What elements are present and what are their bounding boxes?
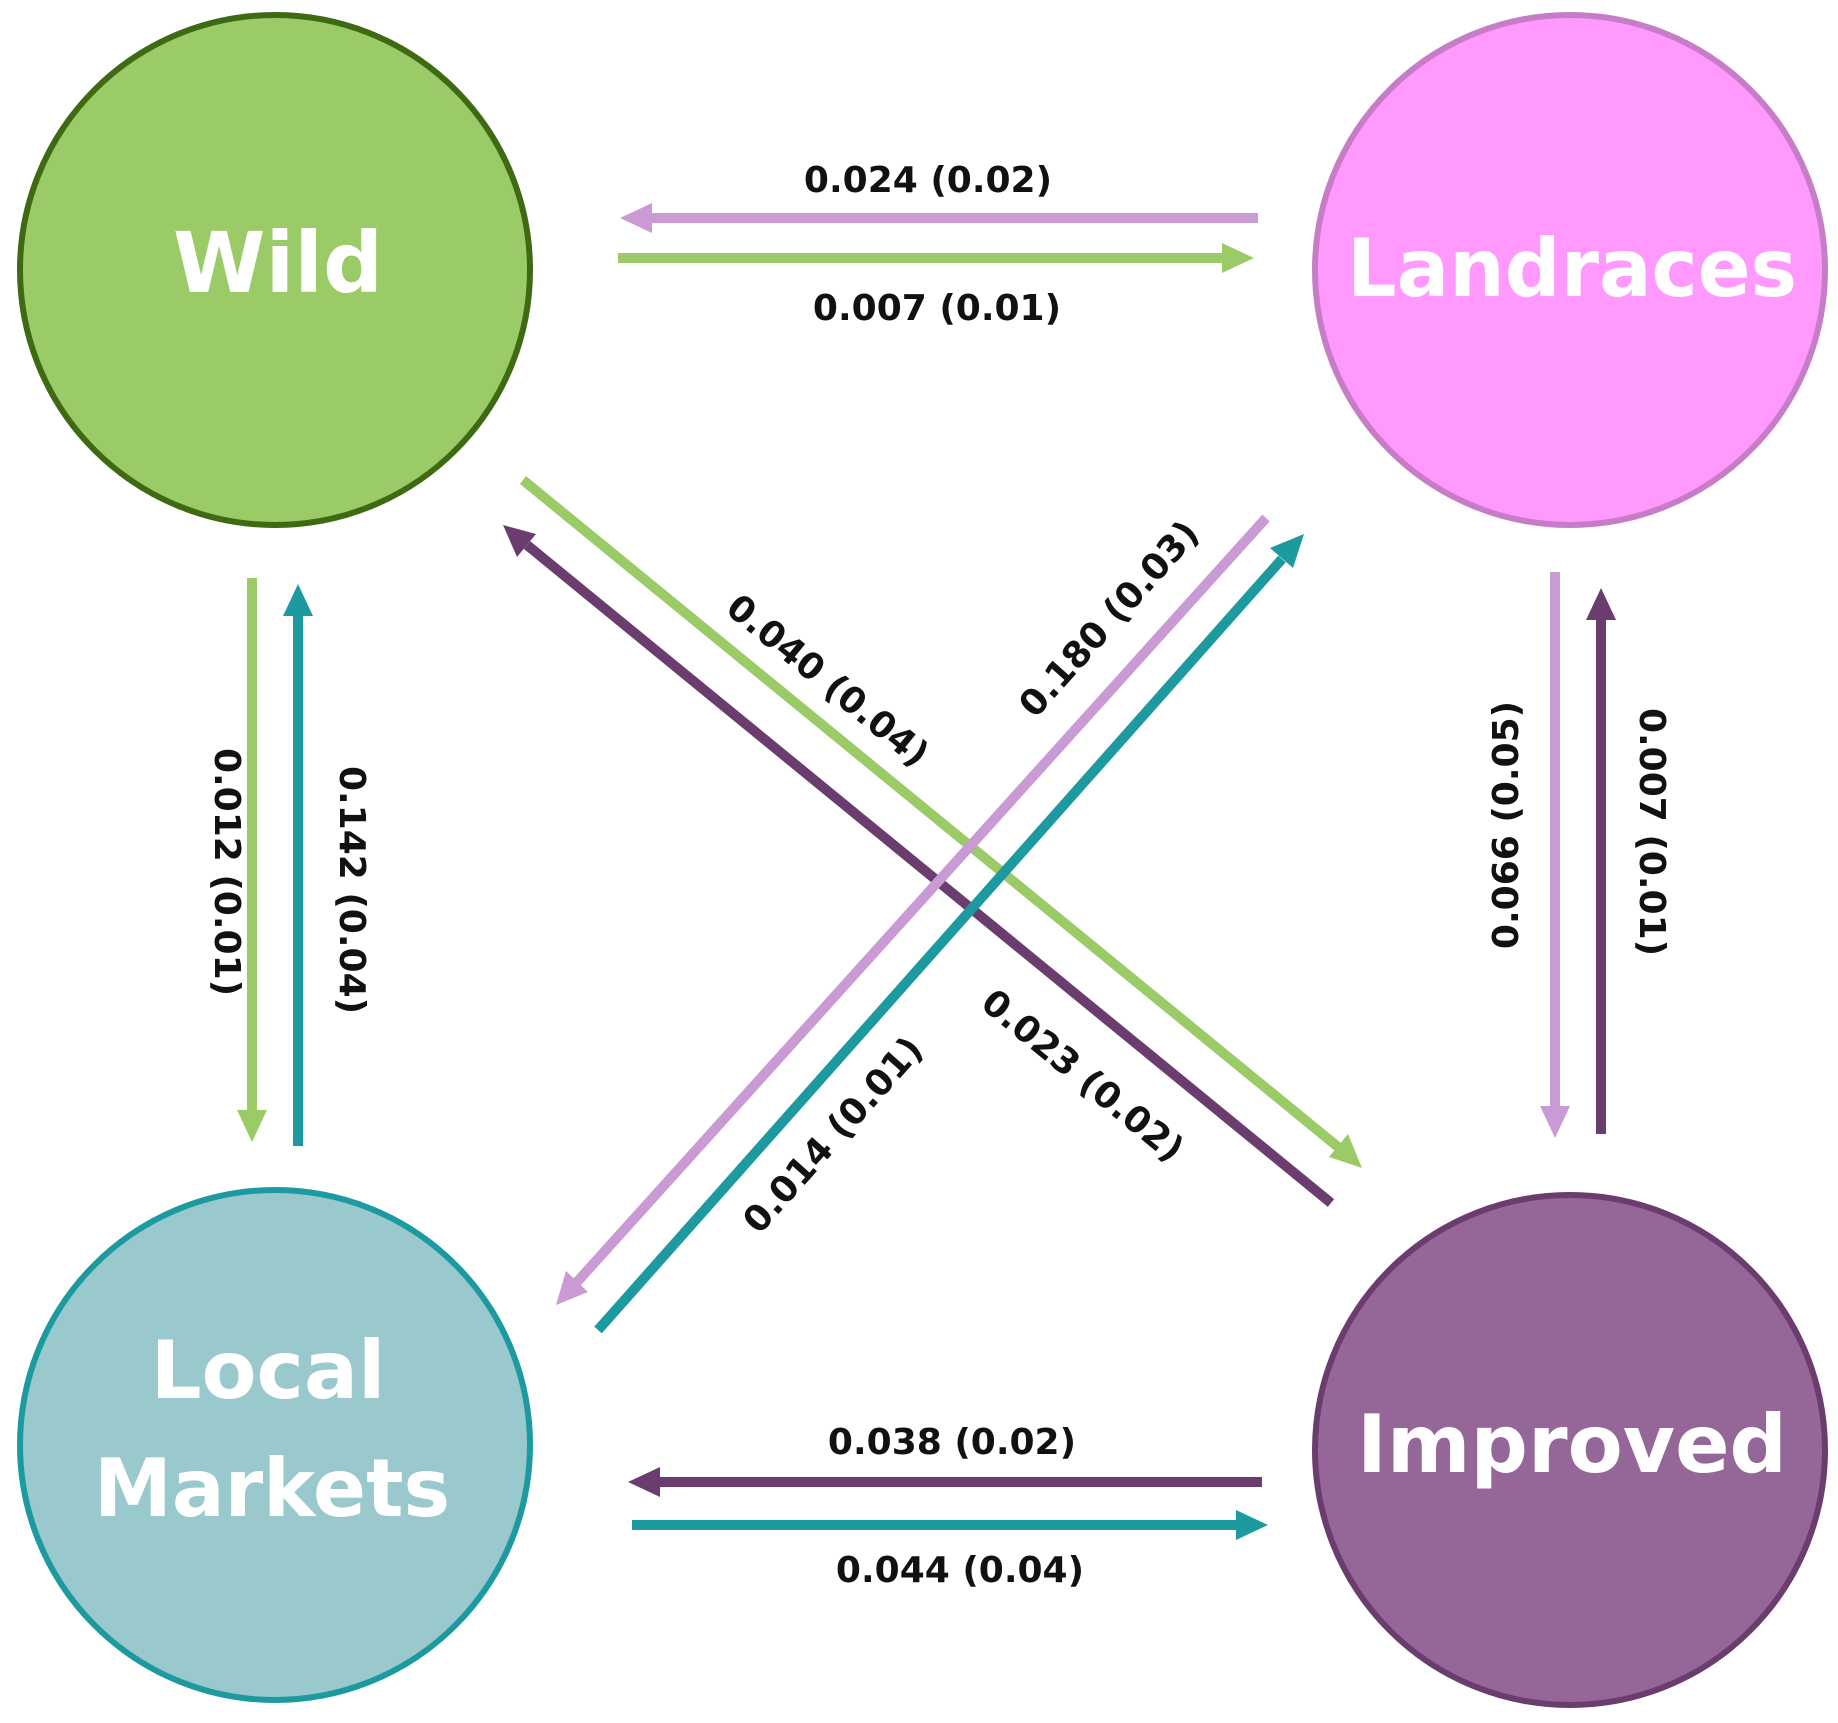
node-local-markets: Local Markets <box>17 1187 533 1703</box>
arrow-local-to-improved <box>632 1510 1268 1540</box>
arrow-improved-to-landraces <box>1586 588 1616 1134</box>
label-local-to-improved: 0.044 (0.04) <box>836 1550 1084 1591</box>
node-improved-label: Improved <box>1357 1398 1787 1491</box>
node-improved-circle <box>1312 1192 1828 1708</box>
node-local-markets-circle <box>17 1187 533 1703</box>
node-landraces-circle <box>1312 12 1828 528</box>
arrow-landraces-to-wild <box>620 203 1258 233</box>
arrow-landraces-to-improved <box>1540 572 1570 1138</box>
arrow-wild-to-improved <box>519 476 1362 1168</box>
arrow-improved-to-wild <box>503 525 1335 1207</box>
label-local-to-wild: 0.142 (0.04) <box>331 766 372 1014</box>
arrow-local-to-landraces <box>594 534 1304 1334</box>
label-improved-to-landraces: 0.007 (0.01) <box>1631 708 1672 956</box>
label-improved-to-wild: 0.023 (0.02) <box>973 982 1191 1171</box>
label-wild-to-landraces: 0.007 (0.01) <box>813 288 1061 329</box>
arrow-landraces-to-local <box>556 514 1270 1305</box>
node-improved: Improved <box>1312 1192 1828 1708</box>
node-landraces-label: Landraces <box>1347 222 1797 315</box>
label-landraces-to-improved: 0.066 (0.05) <box>1486 701 1527 949</box>
node-wild-label: Wild <box>173 214 383 312</box>
arrow-improved-to-local <box>628 1467 1262 1497</box>
label-improved-to-local: 0.038 (0.02) <box>828 1422 1076 1463</box>
node-landraces: Landraces <box>1312 12 1828 528</box>
arrow-wild-to-local <box>237 578 267 1142</box>
label-landraces-to-wild: 0.024 (0.02) <box>804 160 1052 201</box>
node-local-markets-label-line2: Markets <box>94 1442 450 1535</box>
label-wild-to-improved: 0.040 (0.04) <box>718 587 936 776</box>
node-wild-circle <box>17 12 533 528</box>
arrows <box>237 203 1616 1540</box>
label-wild-to-local: 0.012 (0.01) <box>206 748 247 996</box>
node-wild: Wild <box>17 12 533 528</box>
node-local-markets-label-line1: Local <box>151 1324 386 1417</box>
arrow-wild-to-landraces <box>618 243 1254 273</box>
arrow-local-to-wild <box>283 584 313 1146</box>
